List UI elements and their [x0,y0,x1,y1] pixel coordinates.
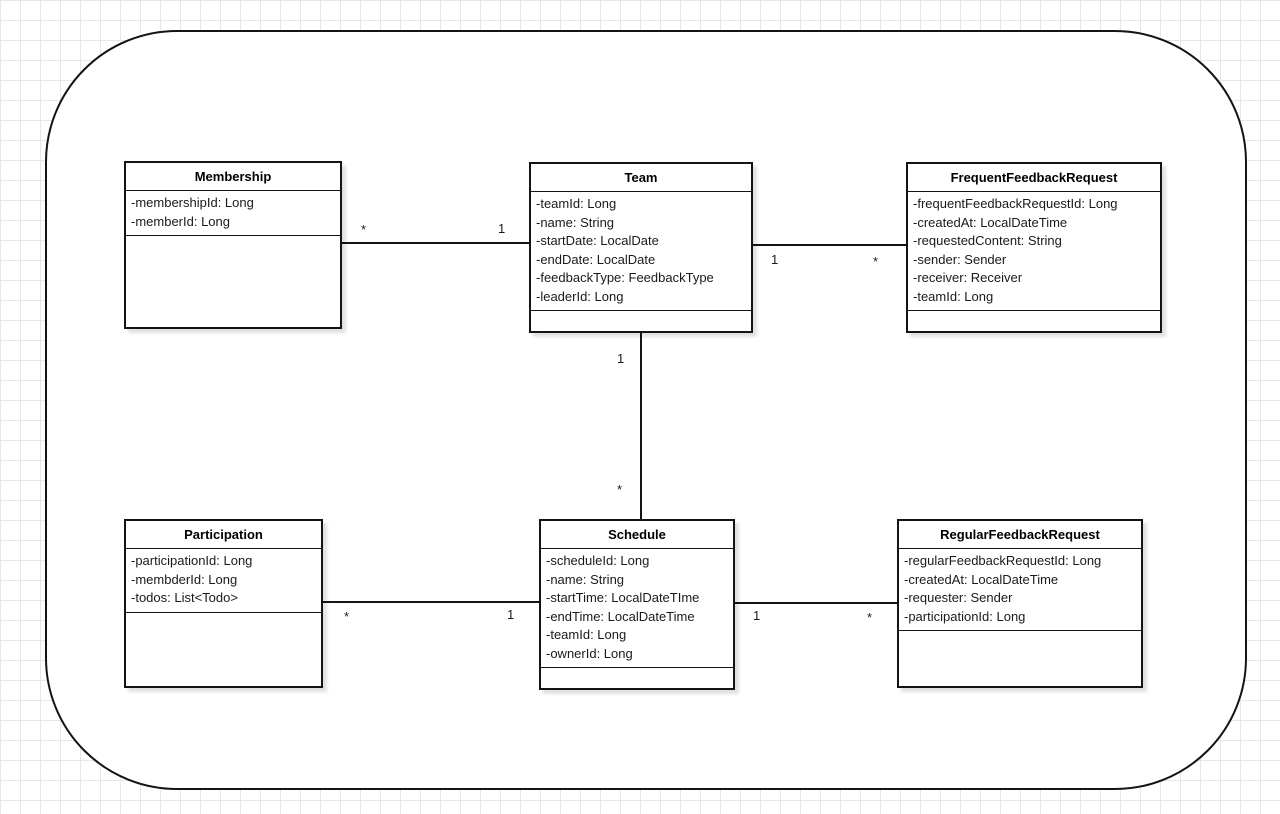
edge-team-schedule[interactable] [640,333,642,519]
class-attribute: -startTime: LocalDateTIme [546,590,700,605]
class-title: Team [531,164,751,192]
methods-compartment [908,311,1160,331]
multiplicity-label: * [873,254,879,269]
methods-compartment [541,668,733,688]
class-attribute: -frequentFeedbackRequestId: Long [913,196,1118,211]
class-attribute: -ownerId: Long [546,645,633,661]
class-attribute: -endTime: LocalDateTime [546,608,695,624]
class-attribute: -participationId: Long [904,608,1026,624]
multiplicity-label: 1 [771,252,779,267]
multiplicity-label: * [617,482,623,497]
multiplicity-label: * [361,222,367,237]
class-schedule[interactable]: Schedule -scheduleId: Long -name: String… [539,519,735,690]
multiplicity-label: 1 [498,221,506,236]
methods-compartment [531,311,751,331]
class-attribute: -receiver: Receiver [913,270,1023,285]
class-attribute: -requestedContent: String [913,233,1062,248]
multiplicity-label: 1 [753,608,761,623]
attributes-compartment: -teamId: Long -name: String -startDate: … [531,192,751,311]
class-attribute: -participationId: Long [131,553,253,568]
class-attribute: -teamId: Long [546,627,627,642]
class-attribute: -createdAt: LocalDateTime [904,571,1059,587]
class-attribute: -createdAt: LocalDateTime [913,214,1068,230]
edge-team-frequentfeedbackrequest[interactable] [752,244,906,246]
edge-schedule-regularfeedbackrequest[interactable] [734,602,897,604]
class-attribute: -requester: Sender [904,590,1013,605]
class-participation[interactable]: Participation -participationId: Long -me… [124,519,323,688]
class-attribute: -scheduleId: Long [546,553,650,568]
edge-participation-schedule[interactable] [323,601,539,603]
edge-membership-team[interactable] [342,242,529,244]
class-title: RegularFeedbackRequest [899,521,1141,549]
attributes-compartment: -membershipId: Long -memberId: Long [126,191,340,236]
methods-compartment [899,631,1141,686]
class-attribute: -leaderId: Long [536,288,624,304]
class-attribute: -startDate: LocalDate [536,233,659,248]
methods-compartment [126,236,340,327]
class-title: Membership [126,163,340,191]
class-title: Participation [126,521,321,549]
class-attribute: -teamId: Long [913,288,994,304]
class-attribute: -teamId: Long [536,196,617,211]
multiplicity-label: 1 [507,607,515,622]
class-attribute: -memberId: Long [131,213,230,229]
class-attribute: -membderId: Long [131,571,238,587]
class-attribute: -sender: Sender [913,251,1007,267]
class-frequentfeedbackrequest[interactable]: FrequentFeedbackRequest -frequentFeedbac… [906,162,1162,333]
methods-compartment [126,613,321,687]
class-team[interactable]: Team -teamId: Long -name: String -startD… [529,162,753,333]
attributes-compartment: -frequentFeedbackRequestId: Long -create… [908,192,1160,311]
multiplicity-label: * [867,610,873,625]
class-attribute: -todos: List<Todo> [131,590,238,605]
attributes-compartment: -participationId: Long -membderId: Long … [126,549,321,613]
attributes-compartment: -regularFeedbackRequestId: Long -created… [899,549,1141,631]
class-title: Schedule [541,521,733,549]
multiplicity-label: * [344,609,350,624]
class-attribute: -name: String [546,571,625,587]
class-attribute: -regularFeedbackRequestId: Long [904,553,1102,568]
attributes-compartment: -scheduleId: Long -name: String -startTi… [541,549,733,668]
class-regularfeedbackrequest[interactable]: RegularFeedbackRequest -regularFeedbackR… [897,519,1143,688]
multiplicity-label: 1 [617,351,625,366]
class-attribute: -endDate: LocalDate [536,251,656,267]
class-attribute: -name: String [536,214,615,230]
class-membership[interactable]: Membership -membershipId: Long -memberId… [124,161,342,329]
class-title: FrequentFeedbackRequest [908,164,1160,192]
class-attribute: -membershipId: Long [131,195,254,210]
class-attribute: -feedbackType: FeedbackType [536,270,714,285]
